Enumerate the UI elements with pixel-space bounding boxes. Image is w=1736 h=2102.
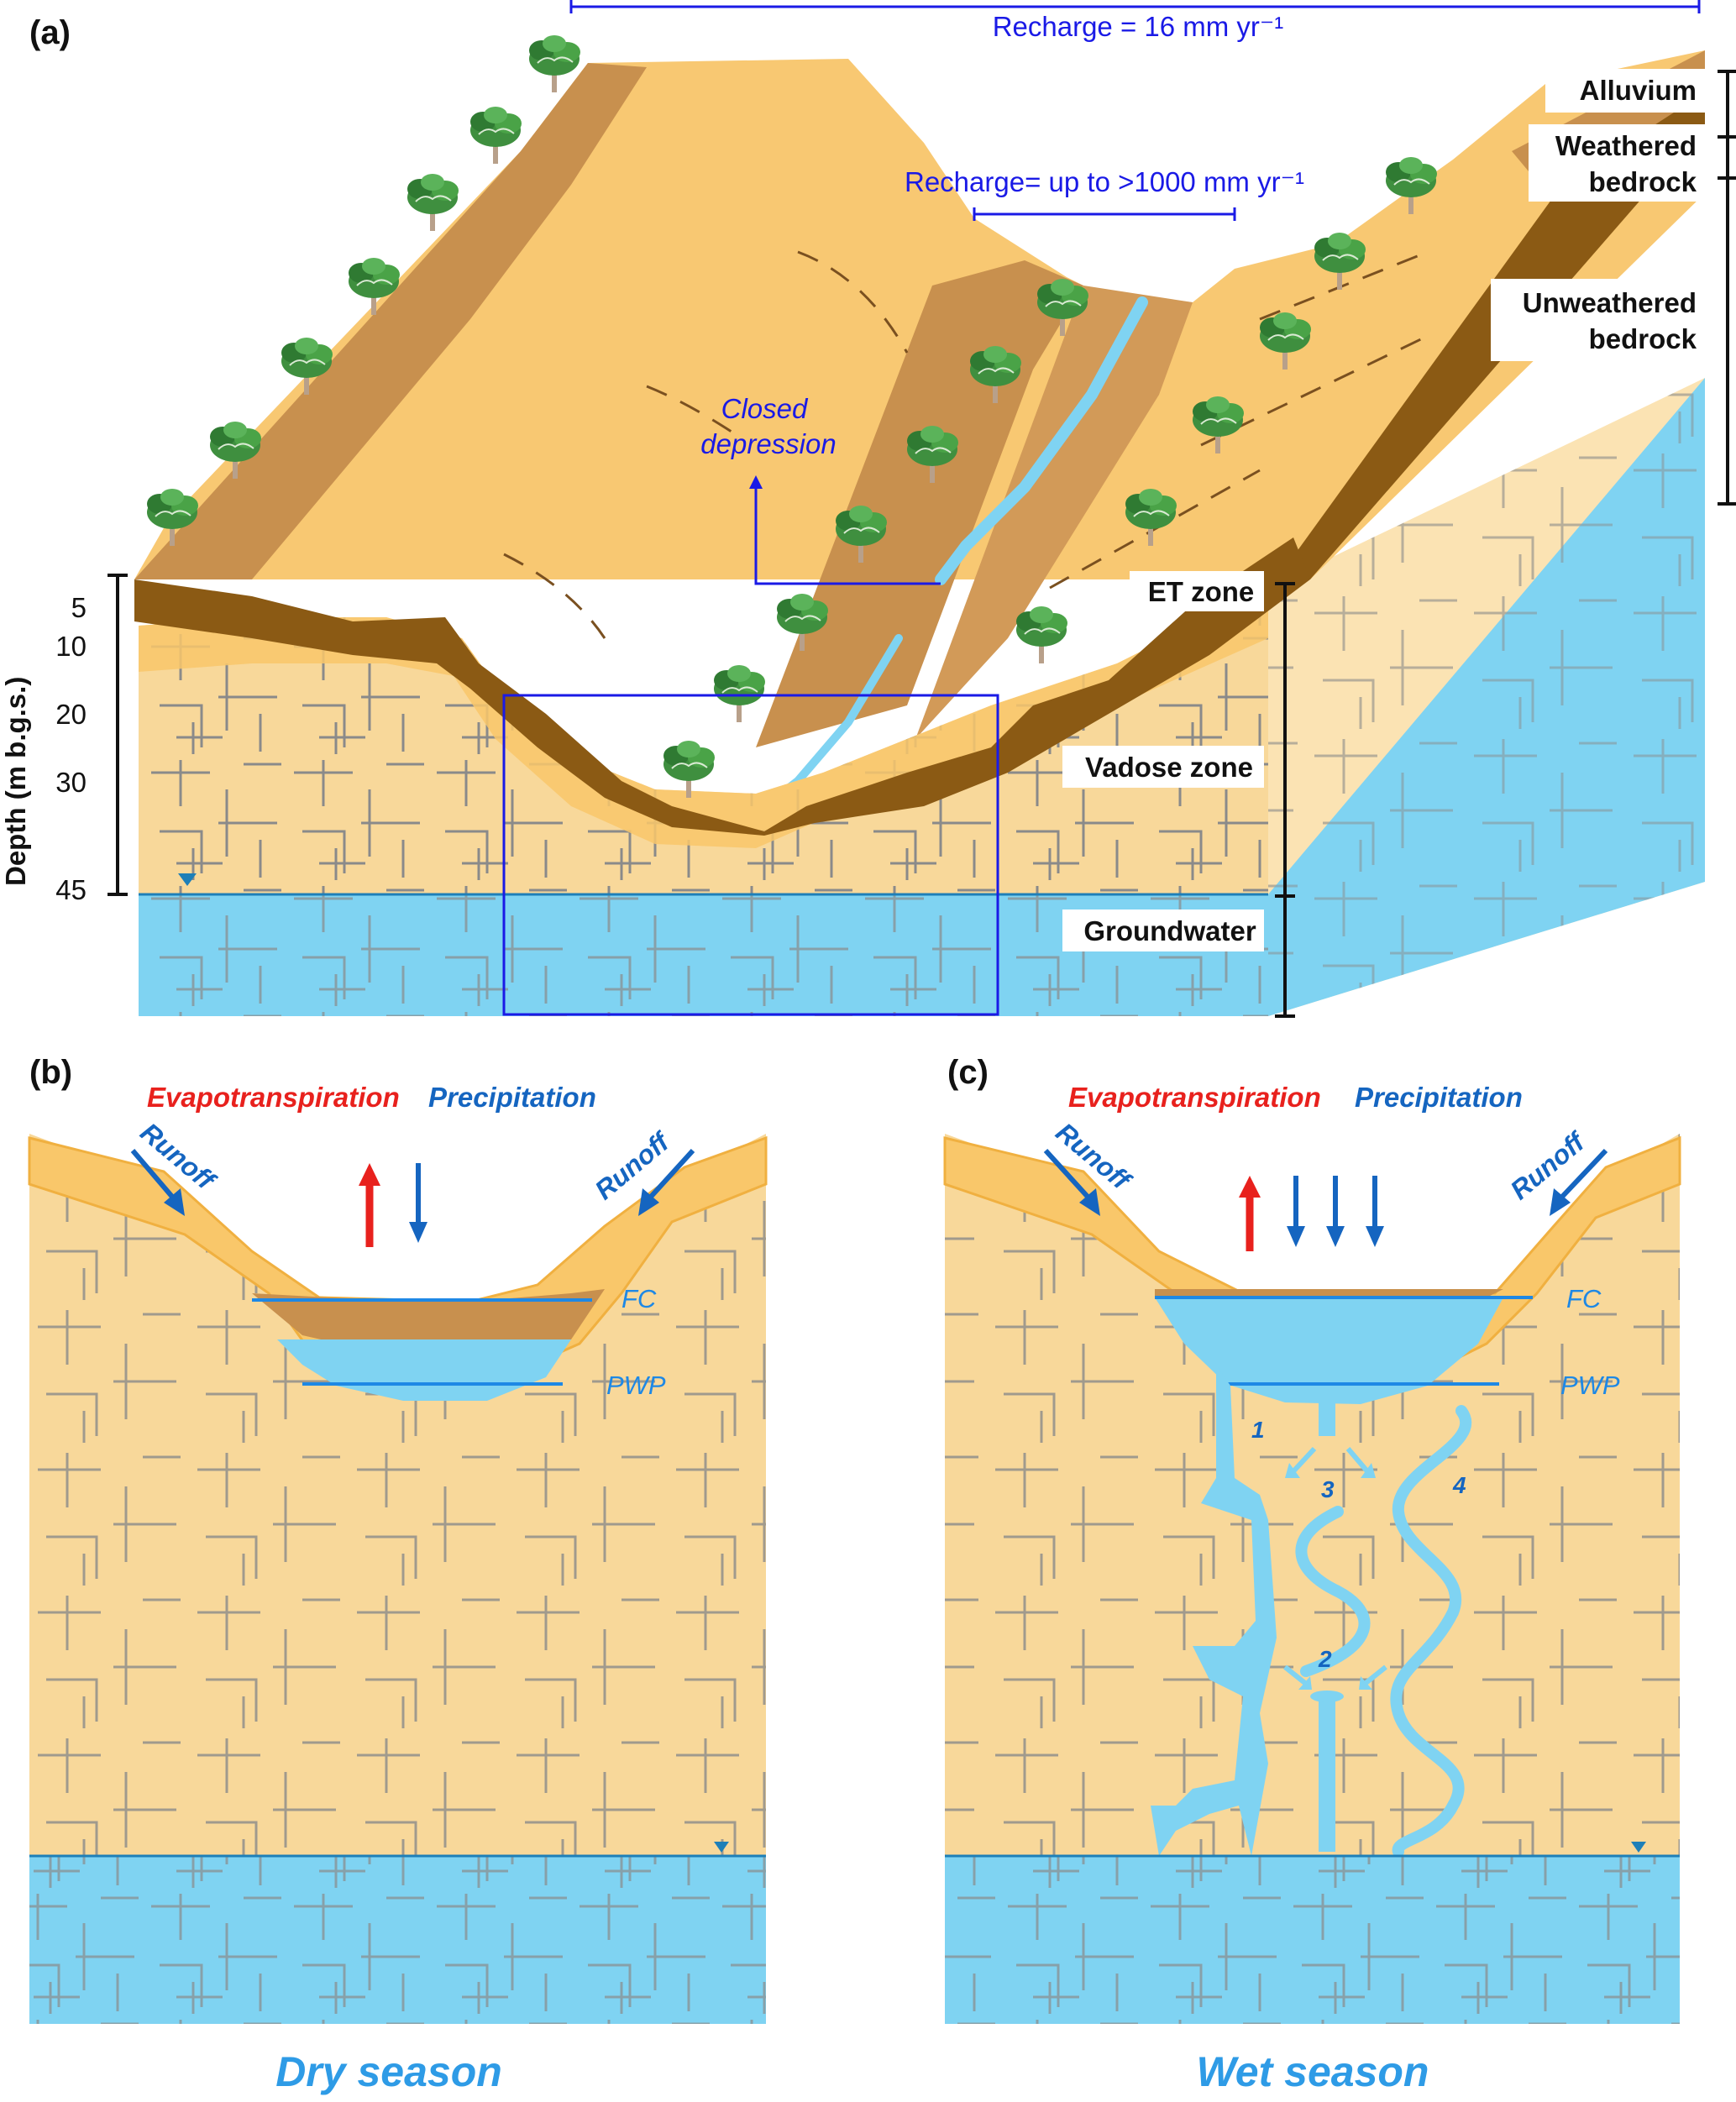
- et-zone-label: ET zone: [1148, 576, 1255, 607]
- wet-season-title: Wet season: [1197, 2048, 1429, 2095]
- unweathered-label-1: Unweathered: [1523, 287, 1697, 318]
- left-slope-band: [134, 63, 647, 579]
- wet-runoff-right-arrow-icon: [1550, 1148, 1608, 1216]
- depth-tick-5: 5: [71, 592, 87, 623]
- dry-season-title: Dry season: [275, 2048, 502, 2095]
- pathway-label-2: 2: [1318, 1646, 1332, 1672]
- wet-soil-band: [945, 1138, 1680, 1377]
- wet-runoff-right-label: Runoff: [1504, 1125, 1592, 1206]
- closed-depression-arrow-icon: [749, 475, 763, 489]
- pathway-4-wave: [1390, 1405, 1472, 1858]
- closed-depression-label-2: depression: [700, 428, 836, 459]
- zone-scale-bar: [1275, 582, 1295, 1018]
- depth-axis: [108, 574, 128, 896]
- stream-upper: [935, 296, 1148, 585]
- water-table-marker-icon: [178, 873, 197, 886]
- pathway-1-preferential: [1151, 1365, 1277, 1856]
- panel-b-label: (b): [29, 1054, 72, 1091]
- pathway-label-4: 4: [1452, 1472, 1466, 1498]
- wet-precip-label: Precipitation: [1355, 1082, 1523, 1113]
- wet-spread-arrows-icon: [1283, 1446, 1387, 1690]
- vadose-zone-label: Vadose zone: [1085, 752, 1253, 783]
- dry-runoff-left-arrow-icon: [130, 1149, 185, 1216]
- wet-runoff-left-arrow-icon: [1043, 1148, 1100, 1216]
- panel-c-label: (c): [947, 1054, 989, 1091]
- unweathered-label-2: bedrock: [1589, 323, 1697, 354]
- dry-precip-arrow-icon: [409, 1163, 427, 1243]
- wet-et-arrow-icon: [1239, 1176, 1261, 1251]
- wet-water-pool: [1155, 1297, 1503, 1404]
- weathered-label-1: Weathered: [1555, 130, 1697, 161]
- weathered-label-2: bedrock: [1589, 166, 1697, 197]
- dry-et-label: Evapotranspiration: [147, 1082, 400, 1113]
- panel-a-label: (a): [29, 14, 71, 51]
- layer-scale-bar: [1718, 70, 1736, 506]
- dry-pwp-label: PWP: [606, 1371, 666, 1400]
- depth-axis-title: Depth (m b.g.s.): [0, 677, 31, 886]
- pathway-label-1: 1: [1251, 1417, 1265, 1443]
- pathway-2-column: [1319, 1692, 1335, 1852]
- front-alluvium-layer: [134, 537, 1310, 836]
- panel-b: (b) Evapotranspiration Precipitation Run…: [28, 1054, 768, 2095]
- pathway-label-3: 3: [1321, 1476, 1335, 1502]
- depth-tick-20: 20: [55, 699, 87, 730]
- panel-c: (c) Evapotranspiration Precipitation Run…: [943, 1054, 1681, 2095]
- wet-precip-arrows-icon: [1287, 1176, 1384, 1247]
- focus-box: [502, 694, 999, 1016]
- recharge-top-label: Recharge = 16 mm yr⁻¹: [993, 11, 1284, 42]
- dry-water-table-marker-icon: [714, 1842, 729, 1853]
- recharge-top-bar: [569, 0, 1701, 13]
- closed-depression-leader: [754, 487, 941, 585]
- dry-runoff-right-arrow-icon: [638, 1148, 695, 1216]
- wet-et-label: Evapotranspiration: [1068, 1082, 1321, 1113]
- dry-precip-label: Precipitation: [428, 1082, 596, 1113]
- alluvium-label: Alluvium: [1580, 75, 1697, 106]
- dry-et-arrow-icon: [359, 1163, 380, 1247]
- depth-tick-45: 45: [55, 874, 87, 905]
- groundwater-label: Groundwater: [1083, 915, 1256, 946]
- depth-tick-10: 10: [55, 631, 87, 662]
- recharge-depression-bar: [973, 207, 1236, 221]
- panel-a: (a) Recharge = 16 mm yr⁻¹ Recharge= up t…: [0, 0, 1736, 1018]
- closed-depression-label-1: Closed: [721, 393, 809, 424]
- wet-water-table-marker-icon: [1631, 1842, 1646, 1853]
- pathway-3-wave: [1295, 1506, 1371, 1677]
- dry-fc-label: FC: [621, 1284, 657, 1313]
- depth-tick-30: 30: [55, 767, 87, 798]
- recharge-depression-label: Recharge= up to >1000 mm yr⁻¹: [905, 166, 1304, 197]
- wet-pwp-label: PWP: [1560, 1371, 1620, 1400]
- wet-fc-label: FC: [1566, 1284, 1602, 1313]
